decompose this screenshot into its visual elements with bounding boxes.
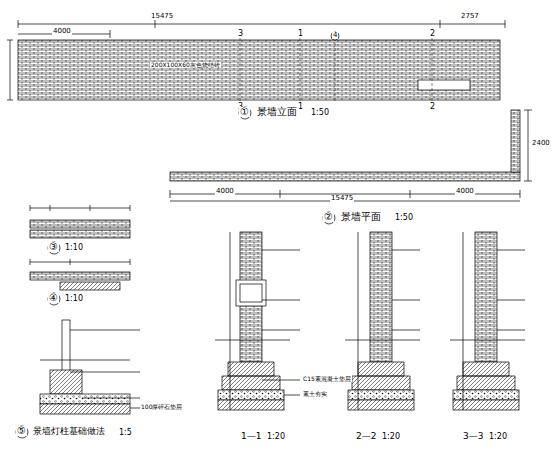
dimension: 2400 xyxy=(531,140,551,147)
callout-number: 4 xyxy=(332,32,338,39)
view-title: 景墙立面 xyxy=(256,107,298,117)
view-number: ① xyxy=(239,107,250,117)
scale: 1:10 xyxy=(64,244,84,252)
section-title: 1—1 xyxy=(240,432,262,441)
sections xyxy=(215,232,525,410)
scale: 1:20 xyxy=(488,433,508,441)
dimension: 15475 xyxy=(150,13,174,20)
section-mark: 2 xyxy=(429,30,436,38)
dimension: 4000 xyxy=(455,188,475,195)
elevation xyxy=(7,20,505,119)
dimension: 15475 xyxy=(330,195,354,202)
scale: 1:20 xyxy=(266,433,286,441)
section-mark: 1 xyxy=(297,30,304,38)
scale: 1:10 xyxy=(64,295,84,303)
view-number: ② xyxy=(323,212,334,222)
view-number: ⑤ xyxy=(16,426,27,436)
material-note: 素土夯实 xyxy=(302,391,328,397)
view-number: ③ xyxy=(48,242,59,252)
section-mark: 2 xyxy=(429,103,436,111)
section-mark: 1 xyxy=(297,103,304,111)
section-title: 3—3 xyxy=(462,432,484,441)
plan xyxy=(170,110,532,224)
scale: 1:50 xyxy=(394,214,414,222)
brick-details xyxy=(30,205,130,305)
dimension: 4000 xyxy=(52,28,72,35)
view-number: ④ xyxy=(48,293,59,303)
dimension: 2757 xyxy=(460,13,480,20)
scale: 1:5 xyxy=(118,429,133,437)
lamp-post-foundation xyxy=(16,320,140,438)
view-title: 景墙平面 xyxy=(340,212,382,222)
dimension: 4000 xyxy=(215,188,235,195)
section-title: 2—2 xyxy=(355,432,377,441)
material-note: C15素混凝土垫层 xyxy=(302,376,352,382)
view-title: 景墙灯柱基础做法 xyxy=(32,427,106,436)
material-note: 100厚碎石垫层 xyxy=(140,404,183,410)
material-note: 200X100X60灰色烧结砖 xyxy=(150,62,221,68)
scale: 1:50 xyxy=(310,109,330,117)
scale: 1:20 xyxy=(381,433,401,441)
section-mark: 3 xyxy=(237,30,244,38)
